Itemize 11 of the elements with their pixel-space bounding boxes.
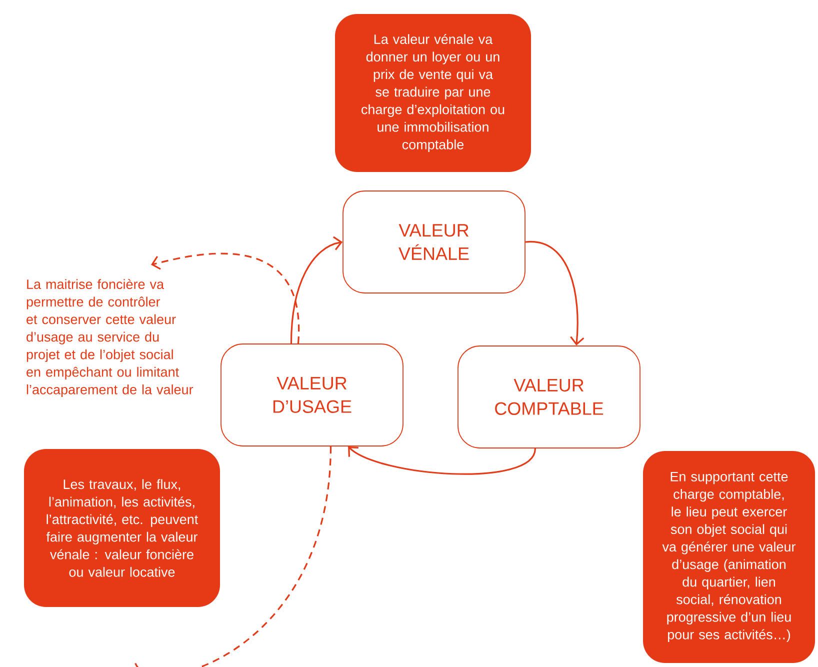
note-text: La maitrise foncière va permettre de contrôler et conserver cette valeur d’usage au service du projet et de l’objet social en empêchant ou limitant l’accaparement de la valeur <box>26 278 194 398</box>
arrow <box>151 252 300 344</box>
arrow <box>525 241 584 346</box>
value-box: VALEUR D’USAGE <box>220 344 404 446</box>
note-box: La valeur vénale va donner un loyer ou un prix de vente qui va se traduire par une charge d’exploitation ou une immobilisation comptable <box>335 14 531 172</box>
arrow <box>290 236 343 344</box>
note-box: En supportant cette charge comptable, le lieu peut exercer son objet social qui va générer une valeur d’usage (animation du quartier, lien social, rénovation progressive d’un lieu pour ses activités…) <box>643 451 815 663</box>
arrow <box>348 446 536 475</box>
note-box: Les travaux, le flux, l’animation, les activités, l’attractivité, etc. peuvent faire augmenter la valeur vénale : valeur foncière ou valeur locative <box>24 449 220 607</box>
value-box: VALEUR VÉNALE <box>342 190 526 294</box>
value-box: VALEUR COMPTABLE <box>458 346 640 448</box>
